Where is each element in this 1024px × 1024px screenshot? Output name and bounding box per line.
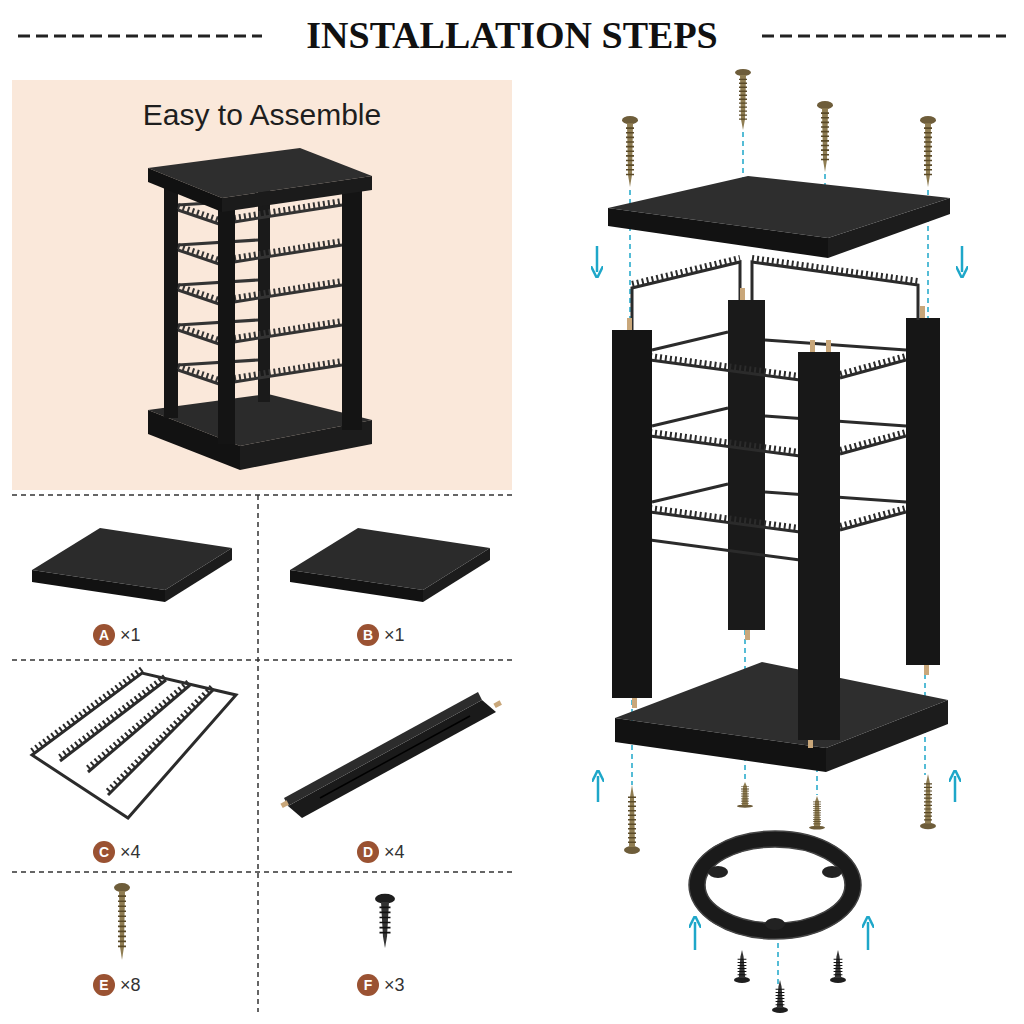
part-letter: D [363, 844, 373, 860]
part-letter: B [363, 627, 373, 643]
part-letter: E [99, 977, 108, 993]
part-quantity: ×4 [384, 841, 405, 863]
part-letter: C [99, 844, 109, 860]
base-screw [375, 894, 395, 948]
part-letter-badge: A [93, 624, 115, 646]
assembled-stand [148, 148, 372, 470]
part-letter-badge: C [93, 841, 115, 863]
title-dash [762, 35, 1006, 38]
part-letter: F [364, 977, 373, 993]
part-quantity: ×4 [120, 841, 141, 863]
part-quantity: ×8 [120, 974, 141, 996]
grid-dash [12, 495, 512, 1012]
part-letter: A [99, 627, 109, 643]
part-quantity: ×1 [384, 624, 405, 646]
assembly-panel: Easy to Assemble [12, 80, 512, 490]
board-part [290, 528, 490, 602]
panel-ground [12, 80, 512, 490]
wood-screw [114, 883, 130, 960]
part-letter-badge: D [357, 841, 379, 863]
title-dash [18, 35, 262, 38]
part-quantity: ×1 [120, 624, 141, 646]
panel-heading: Easy to Assemble [12, 96, 512, 134]
title-heading: INSTALLATION STEPS [296, 10, 727, 60]
post-part [280, 692, 502, 818]
rack-part [32, 669, 236, 818]
board-part [32, 528, 232, 602]
part-letter-badge: F [357, 974, 379, 996]
part-letter-badge: E [93, 974, 115, 996]
part-letter-badge: B [357, 624, 379, 646]
part-quantity: ×3 [384, 974, 405, 996]
exploded-stand [597, 69, 962, 1013]
